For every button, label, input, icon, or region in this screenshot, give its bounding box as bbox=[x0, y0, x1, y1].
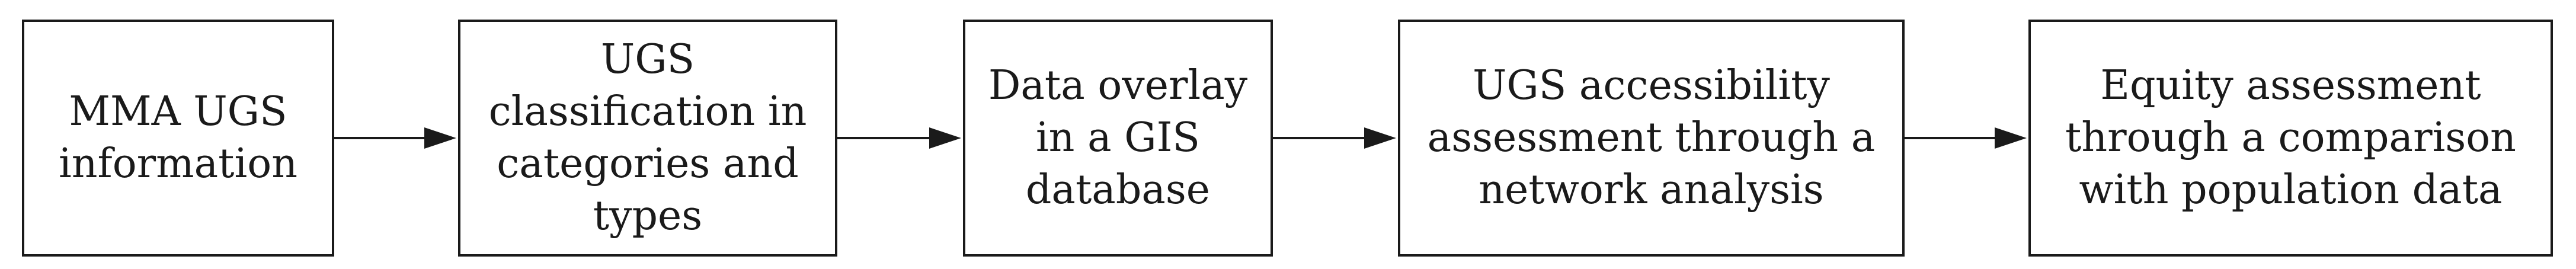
arrow-4-to-5 bbox=[1905, 127, 2027, 149]
step-label: Data overlay in a GIS database bbox=[988, 62, 1248, 213]
arrow-3-to-4 bbox=[1273, 127, 1396, 149]
step-label: Equity assessment through a comparison w… bbox=[2065, 62, 2516, 213]
arrow-head-icon bbox=[424, 127, 456, 149]
arrow-2-to-3 bbox=[837, 127, 961, 149]
step-box-ugs-classification: UGS classification in categories and typ… bbox=[458, 20, 837, 257]
step-label: MMA UGS information bbox=[59, 88, 297, 187]
step-box-ugs-information: MMA UGS information bbox=[22, 20, 334, 257]
arrow-1-to-2 bbox=[334, 127, 456, 149]
arrow-head-icon bbox=[929, 127, 961, 149]
step-box-equity-assessment: Equity assessment through a comparison w… bbox=[2028, 20, 2553, 257]
step-label: UGS classification in categories and typ… bbox=[488, 36, 807, 239]
arrow-head-icon bbox=[1364, 127, 1396, 149]
step-label: UGS accessibility assessment through a n… bbox=[1427, 62, 1876, 213]
step-box-data-overlay: Data overlay in a GIS database bbox=[963, 20, 1273, 257]
step-box-accessibility-assessment: UGS accessibility assessment through a n… bbox=[1398, 20, 1905, 257]
arrow-head-icon bbox=[1995, 127, 2027, 149]
